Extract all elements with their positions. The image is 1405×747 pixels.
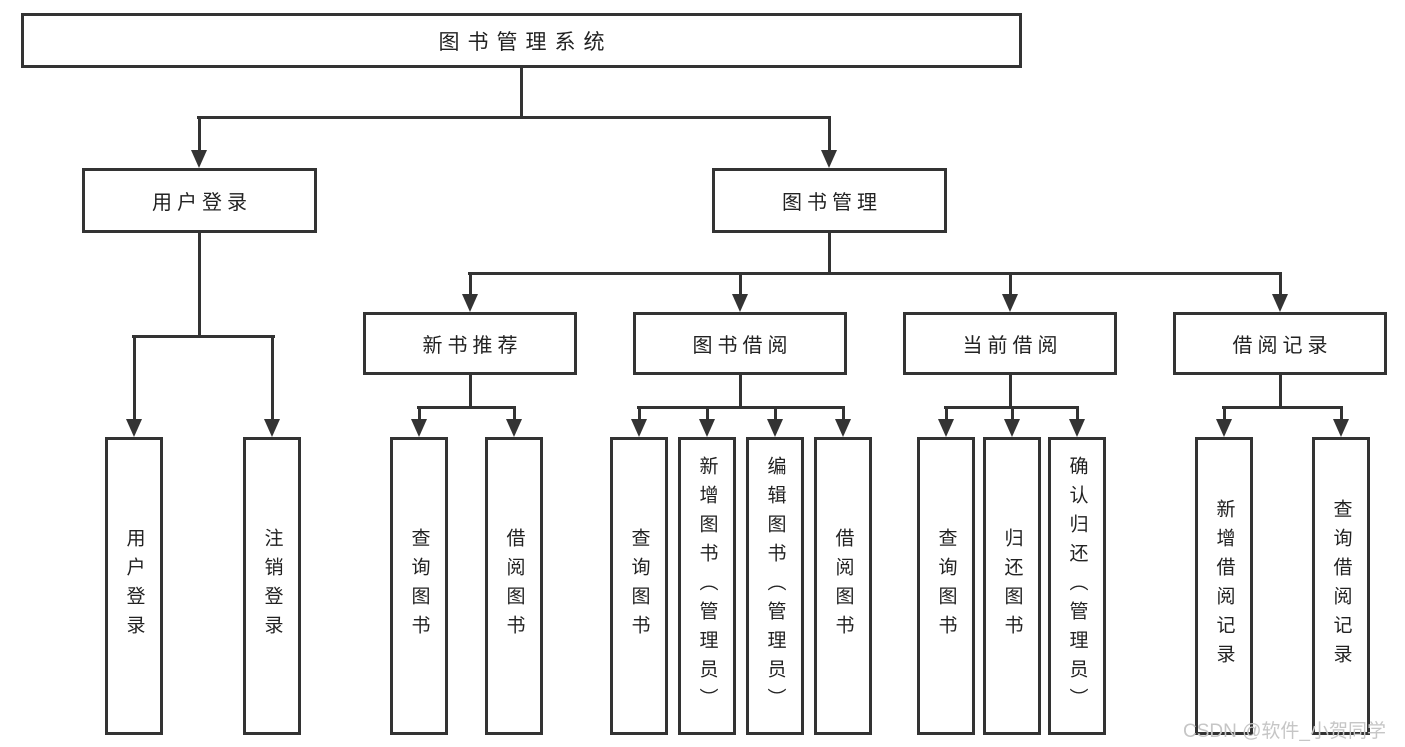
leaf-confirm-return-admin: 确认归还（管理员） (1048, 437, 1106, 735)
leaf-return-books: 归还图书 (983, 437, 1041, 735)
arrow-down-icon (1272, 294, 1288, 312)
node-new-book-recommend: 新书推荐 (363, 312, 577, 375)
node-label: 图书管理 (782, 192, 882, 214)
leaf-add-borrow-record: 新增借阅记录 (1195, 437, 1253, 735)
arrow-down-icon (732, 294, 748, 312)
leaf-query-books-borrow: 查询图书 (610, 437, 668, 735)
connector-vline (1076, 406, 1079, 419)
leaf-query-books-current: 查询图书 (917, 437, 975, 735)
node-label: 用户登录 (152, 192, 252, 214)
connector-vline (828, 116, 831, 150)
leaf-add-books-admin: 新增图书（管理员） (678, 437, 736, 735)
connector-vline (133, 335, 136, 419)
node-label: 用户登录 (123, 528, 145, 644)
node-book-management: 图书管理 (712, 168, 947, 233)
node-label: 查询图书 (935, 528, 957, 644)
node-label: 借阅记录 (1232, 335, 1333, 357)
arrow-down-icon (1333, 419, 1349, 437)
node-current-borrow: 当前借阅 (903, 312, 1117, 375)
connector-vline (1223, 406, 1226, 419)
node-label: 编辑图书（管理员） (764, 455, 786, 717)
arrow-down-icon (631, 419, 647, 437)
arrow-down-icon (126, 419, 142, 437)
arrow-down-icon (938, 419, 954, 437)
connector-vline (706, 406, 709, 419)
connector-vline (198, 231, 201, 338)
connector-hline (132, 335, 275, 338)
connector-hline (417, 406, 516, 409)
connector-vline (638, 406, 641, 419)
connector-vline (1009, 272, 1012, 294)
node-label: 确认归还（管理员） (1066, 455, 1088, 717)
node-label: 查询借阅记录 (1330, 499, 1352, 673)
leaf-borrow-books-recommend: 借阅图书 (485, 437, 543, 735)
node-borrow-records: 借阅记录 (1173, 312, 1387, 375)
arrow-down-icon (506, 419, 522, 437)
connector-vline (469, 272, 472, 294)
arrow-down-icon (1002, 294, 1018, 312)
leaf-logout: 注销登录 (243, 437, 301, 735)
connector-vline (1279, 373, 1282, 409)
node-label: 查询图书 (628, 528, 650, 644)
connector-vline (198, 116, 201, 150)
node-label: 查询图书 (408, 528, 430, 644)
connector-vline (739, 373, 742, 409)
connector-vline (418, 406, 421, 419)
node-label: 新增借阅记录 (1213, 499, 1235, 673)
leaf-borrow-books: 借阅图书 (814, 437, 872, 735)
arrow-down-icon (699, 419, 715, 437)
connector-vline (1340, 406, 1343, 419)
node-label: 新书推荐 (422, 335, 523, 357)
connector-vline (1279, 272, 1282, 294)
connector-vline (739, 272, 742, 294)
connector-vline (1011, 406, 1014, 419)
arrow-down-icon (411, 419, 427, 437)
node-label: 当前借阅 (962, 335, 1063, 357)
connector-vline (1009, 373, 1012, 409)
arrow-down-icon (1069, 419, 1085, 437)
arrow-down-icon (821, 150, 837, 168)
arrow-down-icon (1216, 419, 1232, 437)
node-label: 新增图书（管理员） (696, 455, 718, 717)
arrow-down-icon (1004, 419, 1020, 437)
leaf-query-books-recommend: 查询图书 (390, 437, 448, 735)
leaf-user-login: 用户登录 (105, 437, 163, 735)
arrow-down-icon (767, 419, 783, 437)
csdn-watermark: CSDN @软件_小贺同学 (1183, 721, 1386, 742)
arrow-down-icon (835, 419, 851, 437)
connector-vline (945, 406, 948, 419)
leaf-edit-books-admin: 编辑图书（管理员） (746, 437, 804, 735)
node-label: 图书管理系统 (438, 30, 613, 54)
connector-hline (637, 406, 845, 409)
node-user-login: 用户登录 (82, 168, 317, 233)
node-label: 借阅图书 (832, 528, 854, 644)
connector-hline (468, 272, 1282, 275)
node-label: 注销登录 (261, 528, 283, 644)
connector-hline (197, 116, 831, 119)
arrow-down-icon (264, 419, 280, 437)
arrow-down-icon (462, 294, 478, 312)
arrow-down-icon (191, 150, 207, 168)
connector-vline (828, 231, 831, 275)
node-label: 图书借阅 (692, 335, 793, 357)
leaf-query-borrow-record: 查询借阅记录 (1312, 437, 1370, 735)
connector-vline (520, 66, 523, 119)
node-label: 归还图书 (1001, 528, 1023, 644)
node-label: 借阅图书 (503, 528, 525, 644)
connector-vline (513, 406, 516, 419)
connector-vline (271, 335, 274, 419)
connector-vline (842, 406, 845, 419)
connector-hline (1222, 406, 1343, 409)
connector-vline (469, 373, 472, 409)
node-library-system: 图书管理系统 (21, 13, 1022, 68)
node-book-borrow: 图书借阅 (633, 312, 847, 375)
connector-vline (774, 406, 777, 419)
